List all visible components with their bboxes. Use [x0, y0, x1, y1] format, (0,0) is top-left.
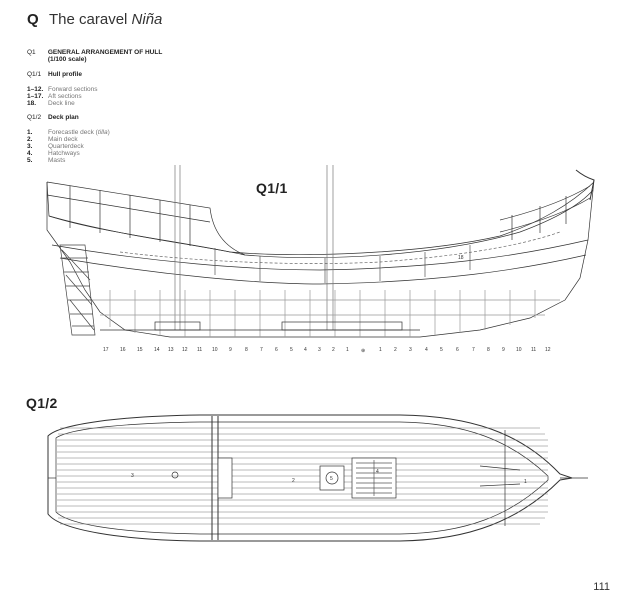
legend-item: Forecastle deck (tilla) [48, 129, 110, 136]
section-number: 17 [103, 347, 109, 353]
legend-deck-title: Deck plan [48, 114, 79, 121]
section-number: 12 [545, 347, 551, 353]
legend-q1-text: GENERAL ARRANGEMENT OF HULL (1/100 scale… [47, 49, 163, 63]
section-number: 10 [212, 347, 218, 353]
section-number: 14 [154, 347, 160, 353]
figure-label-hull-profile: Q1/1 [256, 180, 288, 196]
legend-hull-code: Q1/1 [27, 71, 42, 78]
legend-hull-list: 1–12.Forward sections 1–17.Aft sections … [27, 86, 98, 107]
section-number: 7 [260, 347, 263, 353]
section-number: 10 [516, 347, 522, 353]
legend-key: 1. [27, 129, 33, 136]
section-number: 11 [197, 347, 202, 353]
callout-deck-line: 18 [458, 255, 464, 261]
callout-main-deck: 2 [292, 478, 295, 484]
section-letter: Q [27, 11, 39, 28]
section-number: 15 [137, 347, 143, 353]
section-number: 16 [120, 347, 126, 353]
legend-deck-code: Q1/2 [27, 114, 42, 121]
callout-mast: 5 [330, 476, 333, 482]
legend-hull: Q1/1 Hull profile [27, 71, 82, 78]
section-number: 13 [168, 347, 174, 353]
title-prefix: The caravel [49, 11, 132, 28]
section-number: 12 [182, 347, 188, 353]
page-title: The caravel Niña [49, 11, 162, 28]
section-number: 7 [472, 347, 475, 353]
section-number: 6 [456, 347, 459, 353]
legend-key: 1–12. [27, 86, 44, 93]
section-number: 5 [290, 347, 293, 353]
section-number: 8 [245, 347, 248, 353]
midship-mark: ⊕ [361, 348, 365, 354]
title-ship-name: Niña [131, 11, 163, 28]
legend-deck: Q1/2 Deck plan [27, 114, 79, 121]
legend-key: 1–17. [27, 93, 44, 100]
deck-plan-callouts: 3 2 4 5 1 [131, 469, 527, 485]
section-number: 11 [531, 347, 536, 353]
callout-forecastle: 1 [524, 479, 527, 485]
legend-item: Hatchways [48, 150, 80, 157]
section-number: 3 [409, 347, 412, 353]
legend-q1: Q1 GENERAL ARRANGEMENT OF HULL (1/100 sc… [27, 49, 167, 63]
section-number: 1 [346, 347, 349, 353]
legend-deck-list: 1. Forecastle deck (tilla) 2. Main deck 3.… [27, 129, 110, 164]
section-number: 2 [394, 347, 397, 353]
deck-plan-drawing [47, 414, 588, 542]
section-number: 6 [275, 347, 278, 353]
figure-label-deck-plan: Q1/2 [26, 395, 58, 411]
section-numbers: 17 16 15 14 13 12 11 10 9 8 7 6 5 4 3 2 … [103, 347, 551, 354]
legend-key: 2. [27, 136, 33, 143]
legend-item: Masts [48, 157, 66, 164]
hull-profile-drawing [46, 165, 595, 338]
section-number: 3 [318, 347, 321, 353]
section-number: 8 [487, 347, 490, 353]
legend-key: 3. [27, 143, 33, 150]
section-number: 9 [502, 347, 505, 353]
legend-item: Quarterdeck [48, 143, 84, 150]
section-number: 1 [379, 347, 382, 353]
legend-item: Deck line [48, 100, 75, 107]
section-number: 5 [440, 347, 443, 353]
callout-hatchway: 4 [376, 469, 379, 475]
page-number: 111 [593, 581, 610, 593]
legend-hull-title: Hull profile [48, 71, 82, 78]
section-number: 2 [332, 347, 335, 353]
section-number: 9 [229, 347, 232, 353]
section-number: 4 [304, 347, 307, 353]
legend-key: 4. [27, 150, 33, 157]
legend-key: 18. [27, 100, 37, 107]
legend-key: 5. [27, 157, 33, 164]
callout-quarterdeck: 3 [131, 473, 134, 479]
section-number: 4 [425, 347, 428, 353]
legend-item: Main deck [48, 136, 78, 143]
legend-item: Aft sections [48, 93, 82, 100]
legend-item: Forward sections [48, 86, 98, 93]
legend-q1-code: Q1 [27, 49, 36, 56]
